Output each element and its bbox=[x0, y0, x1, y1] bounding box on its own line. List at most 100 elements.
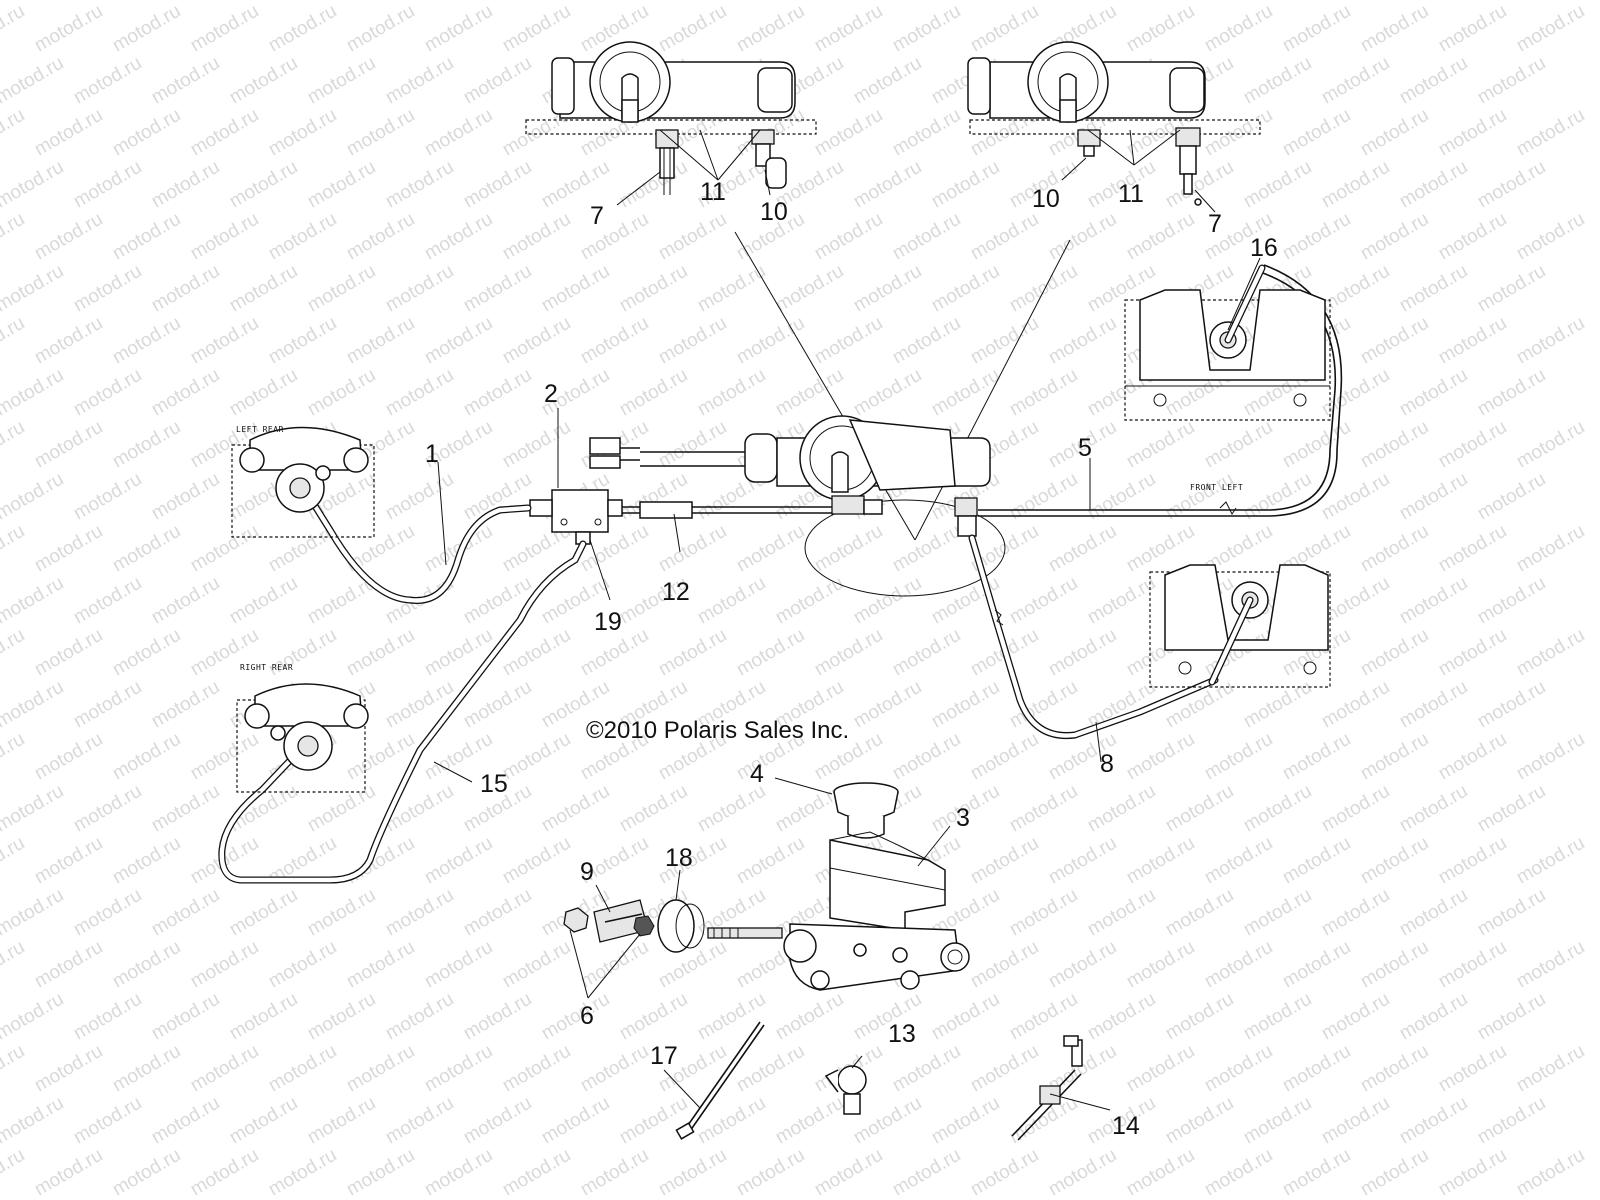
watermark-text: motod.ru bbox=[421, 937, 496, 993]
watermark-text: motod.ru bbox=[1435, 417, 1510, 473]
watermark-text: motod.ru bbox=[811, 625, 886, 681]
cable-tie bbox=[675, 1021, 765, 1140]
hose-clip bbox=[824, 1065, 867, 1115]
watermark-text: motod.ru bbox=[31, 209, 106, 265]
watermark-text: motod.ru bbox=[733, 1041, 808, 1097]
watermark-text: motod.ru bbox=[421, 1041, 496, 1097]
watermark-text: motod.ru bbox=[1474, 261, 1549, 317]
watermark-text: motod.ru bbox=[421, 209, 496, 265]
watermark-text: motod.ru bbox=[382, 0, 457, 4]
watermark-text: motod.ru bbox=[460, 885, 535, 941]
watermark-text: motod.ru bbox=[1435, 729, 1510, 785]
pushrod bbox=[707, 927, 783, 939]
watermark-text: motod.ru bbox=[1279, 833, 1354, 889]
watermark-text: motod.ru bbox=[304, 0, 379, 4]
callout-8: 8 bbox=[1100, 750, 1114, 778]
watermark-text: motod.ru bbox=[967, 1, 1042, 57]
watermark-text: motod.ru bbox=[0, 521, 28, 577]
watermark-text: motod.ru bbox=[811, 105, 886, 161]
watermark-text: motod.ru bbox=[1396, 0, 1471, 4]
watermark-text: motod.ru bbox=[70, 0, 145, 4]
master-cylinder-body bbox=[783, 831, 970, 991]
watermark-text: motod.ru bbox=[1396, 573, 1471, 629]
watermark-text: motod.ru bbox=[109, 1, 184, 57]
watermark-text: motod.ru bbox=[1162, 0, 1237, 4]
watermark-text: motod.ru bbox=[499, 209, 574, 265]
watermark-text: motod.ru bbox=[148, 157, 223, 213]
watermark-text: motod.ru bbox=[148, 365, 223, 421]
watermark-text: motod.ru bbox=[70, 261, 145, 317]
watermark-text: motod.ru bbox=[850, 573, 925, 629]
watermark-text: motod.ru bbox=[655, 625, 730, 681]
watermark-text: motod.ru bbox=[967, 937, 1042, 993]
watermark-text: motod.ru bbox=[616, 157, 691, 213]
watermark-text: motod.ru bbox=[382, 365, 457, 421]
watermark-text: motod.ru bbox=[1357, 625, 1432, 681]
watermark-text: motod.ru bbox=[889, 521, 964, 577]
watermark-text: motod.ru bbox=[1318, 885, 1393, 941]
watermark-text: motod.ru bbox=[0, 365, 67, 421]
watermark-text: motod.ru bbox=[655, 209, 730, 265]
watermark-text: motod.ru bbox=[187, 313, 262, 369]
watermark-text: motod.ru bbox=[0, 1041, 28, 1097]
caliper-label-right-rear: RIGHT REAR bbox=[240, 663, 293, 672]
watermark-text: motod.ru bbox=[343, 1041, 418, 1097]
watermark-text: motod.ru bbox=[148, 885, 223, 941]
watermark-text: motod.ru bbox=[1240, 0, 1315, 4]
watermark-text: motod.ru bbox=[1279, 105, 1354, 161]
callout-18: 18 bbox=[665, 844, 693, 872]
watermark-text: motod.ru bbox=[226, 989, 301, 1045]
watermark-text: motod.ru bbox=[265, 313, 340, 369]
callout-11-right: 11 bbox=[1118, 180, 1144, 208]
watermark-text: motod.ru bbox=[1513, 1, 1588, 57]
watermark-text: motod.ru bbox=[1123, 937, 1198, 993]
copyright-text: ©2010 Polaris Sales Inc. bbox=[586, 717, 849, 744]
callout-2: 2 bbox=[544, 380, 558, 408]
watermark-text: motod.ru bbox=[187, 729, 262, 785]
watermark-text: motod.ru bbox=[460, 53, 535, 109]
watermark-text: motod.ru bbox=[460, 0, 535, 4]
watermark-text: motod.ru bbox=[1435, 833, 1510, 889]
watermark-text: motod.ru bbox=[499, 1041, 574, 1097]
watermark-text: motod.ru bbox=[1318, 261, 1393, 317]
watermark-text: motod.ru bbox=[148, 677, 223, 733]
watermark-text: motod.ru bbox=[265, 1041, 340, 1097]
callout-15: 15 bbox=[480, 770, 508, 798]
watermark-text: motod.ru bbox=[1435, 625, 1510, 681]
watermark-text: motod.ru bbox=[967, 1145, 1042, 1200]
watermark-text: motod.ru bbox=[1513, 313, 1588, 369]
callout-13: 13 bbox=[888, 1020, 916, 1048]
watermark-text: motod.ru bbox=[538, 989, 613, 1045]
brake-switch-pressure bbox=[1175, 127, 1202, 206]
watermark-text: motod.ru bbox=[109, 209, 184, 265]
watermark-text: motod.ru bbox=[1006, 261, 1081, 317]
watermark-text: motod.ru bbox=[70, 781, 145, 837]
watermark-text: motod.ru bbox=[304, 989, 379, 1045]
watermark-text: motod.ru bbox=[1513, 521, 1588, 577]
watermark-text: motod.ru bbox=[1513, 209, 1588, 265]
watermark-text: motod.ru bbox=[1045, 625, 1120, 681]
watermark-text: motod.ru bbox=[1162, 1093, 1237, 1149]
watermark-text: motod.ru bbox=[1357, 521, 1432, 577]
watermark-text: motod.ru bbox=[1123, 1041, 1198, 1097]
watermark-text: motod.ru bbox=[1474, 573, 1549, 629]
watermark-text: motod.ru bbox=[1396, 1093, 1471, 1149]
watermark-text: motod.ru bbox=[70, 885, 145, 941]
watermark-text: motod.ru bbox=[460, 469, 535, 525]
watermark-text: motod.ru bbox=[109, 417, 184, 473]
watermark-text: motod.ru bbox=[1084, 573, 1159, 629]
watermark-text: motod.ru bbox=[70, 365, 145, 421]
watermark-text: motod.ru bbox=[31, 833, 106, 889]
watermark-text: motod.ru bbox=[148, 573, 223, 629]
watermark-text: motod.ru bbox=[343, 625, 418, 681]
watermark-text: motod.ru bbox=[1045, 833, 1120, 889]
watermark-text: motod.ru bbox=[1474, 0, 1549, 4]
watermark-text: motod.ru bbox=[421, 313, 496, 369]
watermark-text: motod.ru bbox=[1162, 781, 1237, 837]
watermark-text: motod.ru bbox=[70, 157, 145, 213]
watermark-text: motod.ru bbox=[460, 989, 535, 1045]
watermark-text: motod.ru bbox=[1240, 157, 1315, 213]
watermark-text: motod.ru bbox=[1513, 1041, 1588, 1097]
watermark-text: motod.ru bbox=[265, 937, 340, 993]
